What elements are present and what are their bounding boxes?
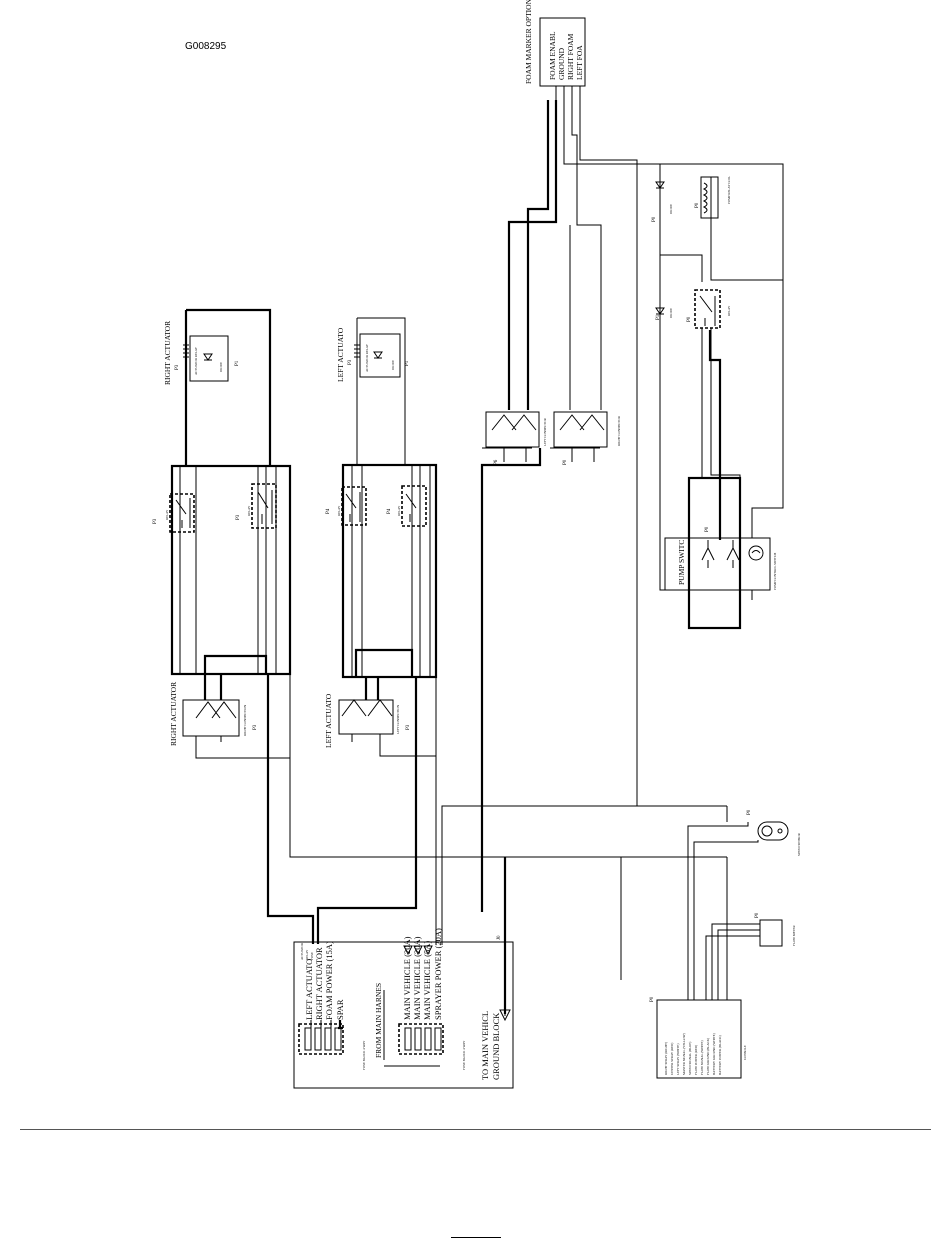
- right-relay-2-ref: P3: [236, 514, 241, 520]
- left-relay-2-caption: RELAY: [397, 505, 401, 516]
- foam-connector-right-ref: P0: [563, 459, 568, 465]
- right-actuator-group: RIGHT ACTUATOR P3 ACTUATOR RELAY DIODE P…: [153, 308, 315, 944]
- fuse-top-label-4: SPAR: [335, 999, 345, 1020]
- pump-switch-title: PUMP SWITC: [677, 540, 686, 585]
- speed-sensor-caption: SPEED SENSOR: [797, 832, 801, 856]
- foam-marker-connector: [539, 17, 586, 87]
- flow-meter-ref: P0: [755, 912, 760, 918]
- pump-diode-2-caption: DIODE: [669, 308, 673, 318]
- fuse-top-tiny-2: RELAY: [305, 949, 309, 960]
- ground-line-2: GROUND BLOCK: [491, 1012, 501, 1080]
- left-actuator-coil: ACTUATOR RELAY: [365, 343, 369, 372]
- foam-marker-option: FOAM MARKER OPTION FOAM ENABL GROUND RIG…: [524, 0, 586, 100]
- console-pin-8: FLOW GROUND (BLACK): [706, 1038, 710, 1075]
- console-pin-2: CENTER SPRAY (RED): [670, 1043, 674, 1075]
- flow-meter-caption: FLOW METER: [792, 925, 796, 946]
- foam-connector-right-caption: RIGHT CONNECTOR: [617, 415, 621, 446]
- right-actuator-connector-caption: RIGHT CONNECTION: [243, 704, 247, 736]
- document-id: G008295: [185, 41, 227, 52]
- foam-wires: [507, 100, 784, 807]
- left-actuator-diode: DIODE: [391, 360, 395, 370]
- fuse-bottom-label-1: MAIN VEHICLE (20A): [402, 936, 412, 1020]
- foam-pin-1: FOAM ENABL: [548, 31, 557, 80]
- console-pin-3: LEFT SPRAY (WHITE): [676, 1044, 680, 1075]
- console-pin-5: SPEED SIGNAL (BLUE): [688, 1042, 692, 1075]
- pump-relay-caption: RELAY: [727, 305, 731, 316]
- foam-connector-left-caption: LEFT CONNECTOR: [543, 417, 547, 446]
- console-pin-9: BATTERY GROUND (WHITE): [712, 1033, 716, 1075]
- console-ref: P0: [650, 996, 655, 1002]
- fuse-from-main: FROM MAIN HARNES: [374, 983, 383, 1058]
- right-actuator-connector-ref: P3: [253, 724, 258, 730]
- left-actuator-group: LEFT ACTUATO P3 ACTUATOR RELAY DIODE P1 …: [316, 317, 438, 944]
- fuse-top-tiny-3: FUSE: [310, 952, 314, 960]
- left-actuator-connector-title: LEFT ACTUATO: [324, 693, 333, 748]
- left-relay-1-caption: RELAY: [337, 505, 341, 516]
- right-relay-2-caption: RELAY: [247, 505, 251, 516]
- pump-diode-1-caption: DIODE: [669, 204, 673, 214]
- right-relay-1-ref: P3: [153, 518, 158, 524]
- right-relay-1-caption: RELAY: [165, 509, 169, 520]
- console-block: P0 RIGHT SPRAY (RIGHT) CENTER SPRAY (RED…: [650, 996, 747, 1079]
- fuse-top-label-3: FOAM POWER (15A): [324, 941, 334, 1020]
- bus-wires: [289, 674, 727, 1022]
- ground-ref: J0: [497, 935, 502, 940]
- console-pin-1: RIGHT SPRAY (RIGHT): [664, 1042, 668, 1075]
- fuse-bottom-label-2: MAIN VEHICLE (20A): [412, 936, 422, 1020]
- pump-section: P0 PUMP RELAY COIL P0 DIODE P1 DIODE P0 …: [652, 164, 777, 630]
- fuse-top-label-2: RIGHT ACTUATOR: [314, 947, 324, 1020]
- pump-diode-2-ref: P1: [656, 314, 661, 320]
- foam-connector-left-ref: P6: [494, 459, 499, 465]
- console-pin-7: FLOW SIGNAL (WHITE): [700, 1040, 704, 1075]
- right-actuator-diode-ref: P1: [235, 360, 240, 366]
- left-actuator-connector-ref: P3: [406, 724, 411, 730]
- console-pin-6: FLOW POWER (RED): [694, 1045, 698, 1075]
- left-actuator-diode-ref: P1: [405, 360, 410, 366]
- left-relay-1-ref: P4: [326, 508, 331, 514]
- right-actuator-diode: DIODE: [219, 362, 223, 372]
- fuse-bottom-label-3: MAIN VEHICLE (5A): [422, 941, 432, 1020]
- speed-sensor-ref: P0: [747, 809, 752, 815]
- foam-connector-left: P6 LEFT CONNECTOR: [482, 411, 547, 465]
- pump-switch-caption: PUMP CONTROL SWITCH: [773, 552, 777, 590]
- left-actuator-title: LEFT ACTUATO: [336, 327, 345, 382]
- pump-coil-caption: PUMP RELAY COIL: [727, 176, 731, 204]
- pump-coil-ref: P0: [695, 202, 700, 208]
- right-actuator-connector-title: RIGHT ACTUATOR: [169, 682, 178, 746]
- fuse-bottom-caption: FUSE BLOCK 4 WAY: [462, 1040, 466, 1070]
- console-pin-4: MASTER SIGNAL (YELLOW): [682, 1033, 686, 1075]
- foam-marker-title: FOAM MARKER OPTION: [524, 0, 533, 84]
- page-mark: [451, 1237, 501, 1238]
- fuse-bottom-label-4: SPRAYER POWER (20A): [433, 928, 443, 1020]
- foam-pin-3: RIGHT FOAM: [566, 33, 575, 80]
- foam-pin-4: LEFT FOA: [575, 45, 584, 80]
- fuse-block: ACTUATOR RELAY FUSE LEFT ACTUATO RIGHT A…: [293, 928, 514, 1089]
- fuse-top-label-1: LEFT ACTUATO: [304, 959, 314, 1020]
- flow-meter: P0 FLOW METER: [705, 912, 796, 1000]
- speed-sensor: P0 SPEED SENSOR: [687, 806, 801, 1000]
- console-pin-10: BATTERY POWER (BLACK): [718, 1035, 722, 1075]
- pump-switch-ref: P0: [705, 526, 710, 532]
- pump-diode-1-ref: P0: [652, 216, 657, 222]
- pump-relay-ref: P0: [687, 316, 692, 322]
- left-actuator-connector-caption: LEFT CONNECTION: [396, 704, 400, 734]
- left-actuator-ref: P3: [348, 359, 353, 365]
- foam-connector-right: P0 RIGHT CONNECTOR: [550, 411, 621, 465]
- left-relay-2-ref: P4: [387, 508, 392, 514]
- right-actuator-title: RIGHT ACTUATOR: [163, 321, 172, 385]
- footer-rule: [20, 1129, 931, 1130]
- right-actuator-coil: ACTUATOR RELAY: [194, 346, 198, 375]
- fuse-top-tiny-1: ACTUATOR: [300, 942, 304, 960]
- foam-pin-2: GROUND: [557, 47, 566, 80]
- right-actuator-ref: P3: [175, 364, 180, 370]
- fuse-top-caption: FUSE BLOCK 4 WAY: [362, 1040, 366, 1070]
- console-caption: CONSOLE: [743, 1045, 747, 1060]
- ground-line-1: TO MAIN VEHICL: [480, 1011, 490, 1080]
